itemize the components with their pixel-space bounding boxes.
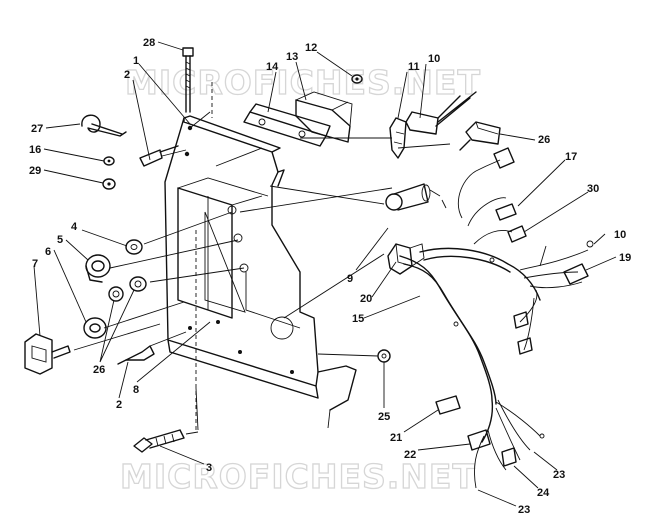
wiring-harness-15 <box>399 147 594 489</box>
connector-20 <box>387 243 425 275</box>
relay-11 <box>389 117 407 159</box>
washer-16 <box>103 156 115 166</box>
callout-29: 29 <box>29 165 41 177</box>
bezel-5 <box>85 254 111 283</box>
callout-19: 19 <box>619 252 631 264</box>
callout-8: 8 <box>133 384 139 396</box>
callout-30: 30 <box>587 183 599 195</box>
resistor-10 <box>405 91 477 135</box>
toggle-switch-26 <box>459 121 501 151</box>
screw-2-upper <box>139 145 179 167</box>
screw-2-lower <box>117 345 155 365</box>
nut-29 <box>102 178 116 190</box>
bolt-28 <box>182 47 194 113</box>
washer-25 <box>377 349 391 363</box>
watermark-top: MICROFICHES.NET <box>125 63 481 102</box>
watermark-bottom: MICROFICHES.NET <box>120 457 476 496</box>
callout-3: 3 <box>206 462 212 474</box>
callout-2-lower: 2 <box>116 399 122 411</box>
callout-16: 16 <box>29 144 41 156</box>
callout-26-washers: 26 <box>93 364 105 376</box>
bezel-6 <box>83 317 107 339</box>
callout-15: 15 <box>352 313 364 325</box>
callout-24: 24 <box>537 487 550 499</box>
buzzer-9 <box>385 183 447 211</box>
callout-21: 21 <box>390 432 402 444</box>
callout-4: 4 <box>71 221 78 233</box>
callout-14: 14 <box>266 61 279 73</box>
callout-20: 20 <box>360 293 372 305</box>
callout-25: 25 <box>378 411 390 423</box>
callout-9: 9 <box>347 273 353 285</box>
bolt-3 <box>133 429 185 453</box>
dash-panel <box>164 82 357 431</box>
callout-10-right: 10 <box>614 229 626 241</box>
callout-23-right: 23 <box>553 469 565 481</box>
callout-5: 5 <box>57 234 63 246</box>
callout-labels: 28 1 2 27 16 29 14 13 12 11 10 26 17 30 … <box>29 37 631 516</box>
callout-26-switch: 26 <box>538 134 550 146</box>
washer-4 <box>125 239 143 255</box>
washers-26 <box>108 276 147 302</box>
nut-12 <box>351 74 363 84</box>
clip-27 <box>81 114 127 137</box>
callout-2-upper: 2 <box>124 69 130 81</box>
callout-10-top: 10 <box>428 53 440 65</box>
callout-7: 7 <box>32 258 38 270</box>
extension-lines <box>73 111 451 435</box>
callout-11: 11 <box>408 61 420 73</box>
callout-1: 1 <box>133 55 139 67</box>
leader-lines <box>33 41 617 507</box>
callout-28: 28 <box>143 37 155 49</box>
callout-27: 27 <box>31 123 43 135</box>
callout-23-bottom: 23 <box>518 504 530 516</box>
callout-12: 12 <box>305 42 317 54</box>
callout-17: 17 <box>565 151 577 163</box>
callout-6: 6 <box>45 246 51 258</box>
callout-22: 22 <box>404 449 416 461</box>
key-switch-7 <box>24 333 71 375</box>
callout-13: 13 <box>286 51 298 63</box>
